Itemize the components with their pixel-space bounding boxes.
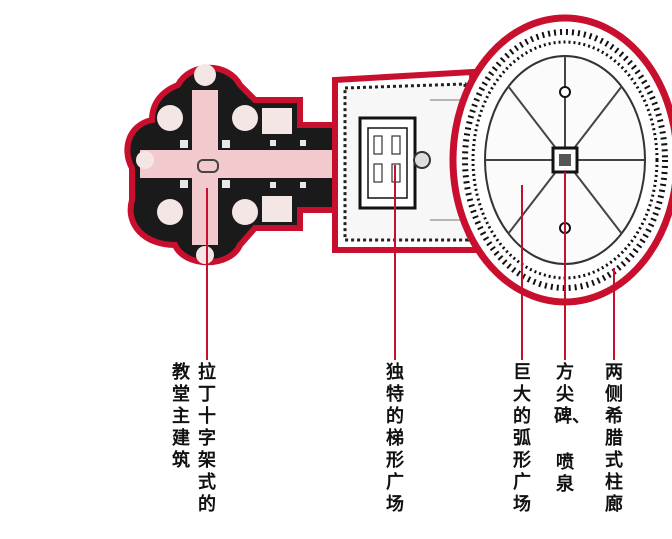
trapezoid-square [332,68,480,253]
church-plan [124,64,355,266]
label-church-line2: 教堂主建筑 [172,362,190,471]
chapels [136,64,292,264]
label-church-line1: 拉丁十字架式的 [198,362,216,515]
label-obelisk-line2: 喷泉 [556,452,574,495]
label-obelisk-line1: 方尖碑、 [554,362,590,427]
altar [197,159,219,173]
nave [140,150,355,178]
fountain-north [559,86,571,98]
leader-lines [206,165,615,360]
arc-square [449,14,672,306]
piers [180,140,306,188]
transept [192,90,218,245]
label-colonnade: 两侧希腊式柱廊 [605,362,623,515]
colonnade-ring [462,29,668,291]
label-trapezoid: 独特的梯形广场 [386,362,404,515]
label-arc-square: 巨大的弧形广场 [513,362,531,515]
